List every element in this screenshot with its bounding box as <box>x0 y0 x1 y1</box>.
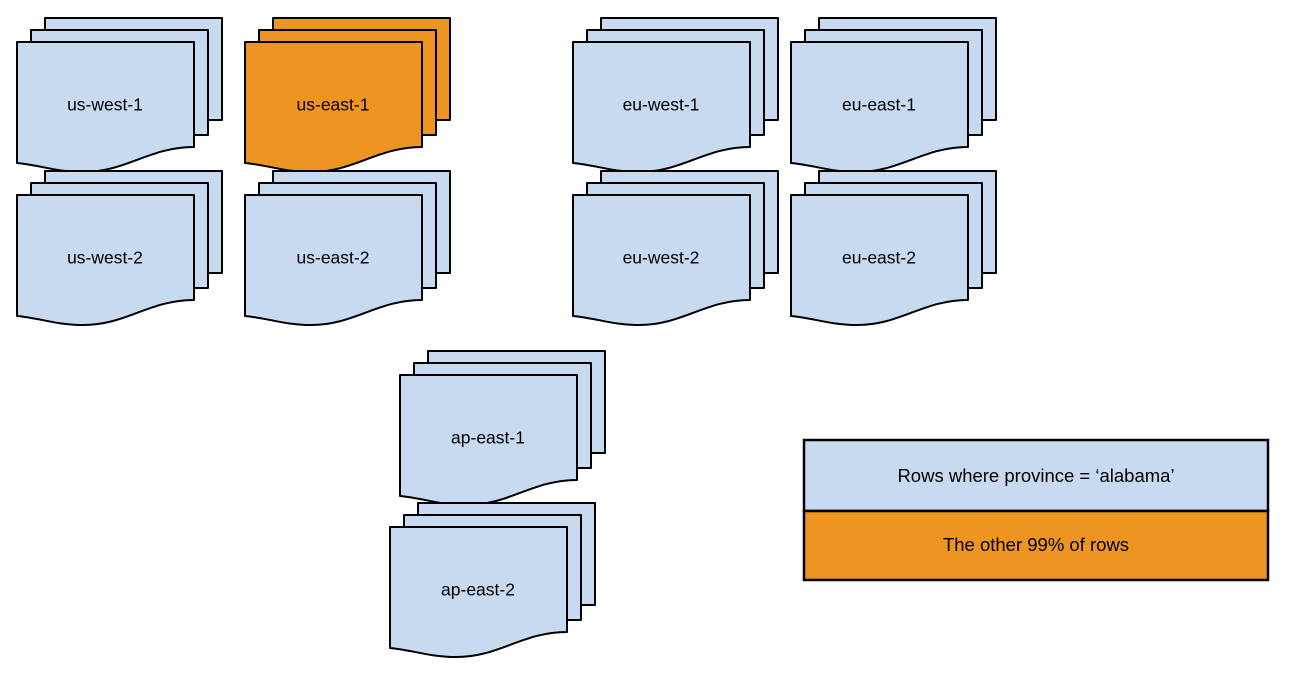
doc-stack-label: eu-east-2 <box>842 248 916 268</box>
doc-stack-eu-west-2[interactable]: eu-west-2 <box>572 170 779 326</box>
doc-stack-eu-west-1[interactable]: eu-west-1 <box>572 17 779 173</box>
doc-stack-us-east-1[interactable]: us-east-1 <box>244 17 451 173</box>
doc-sheet-front <box>389 526 568 658</box>
legend-swatch-orange <box>802 509 1270 582</box>
doc-stack-us-west-1[interactable]: us-west-1 <box>16 17 223 173</box>
doc-stack-label: eu-west-2 <box>623 248 700 268</box>
doc-stack-label: us-east-1 <box>297 95 370 115</box>
doc-stack-label: ap-east-1 <box>451 428 525 448</box>
doc-sheet-front <box>16 194 195 326</box>
doc-sheet-front <box>790 194 969 326</box>
legend-label-orange: The other 99% of rows <box>943 534 1129 555</box>
doc-stack-ap-east-1[interactable]: ap-east-1 <box>399 350 606 506</box>
doc-stack-us-east-2[interactable]: us-east-2 <box>244 170 451 326</box>
legend-label-blue: Rows where province = ‘alabama’ <box>897 465 1174 486</box>
doc-stack-eu-east-2[interactable]: eu-east-2 <box>790 170 997 326</box>
doc-stack-label: eu-west-1 <box>623 95 700 115</box>
doc-stack-label: eu-east-1 <box>842 95 916 115</box>
doc-sheet-front <box>572 194 751 326</box>
doc-sheet-front <box>244 194 423 326</box>
doc-stack-label: us-east-2 <box>297 248 370 268</box>
doc-stack-ap-east-2[interactable]: ap-east-2 <box>389 502 596 658</box>
doc-stack-label: us-west-1 <box>67 95 143 115</box>
doc-stack-eu-east-1[interactable]: eu-east-1 <box>790 17 997 173</box>
legend: Rows where province = ‘alabama’ The othe… <box>802 438 1270 582</box>
doc-stack-label: us-west-2 <box>67 248 143 268</box>
doc-stack-us-west-2[interactable]: us-west-2 <box>16 170 223 326</box>
doc-stack-label: ap-east-2 <box>441 580 515 600</box>
